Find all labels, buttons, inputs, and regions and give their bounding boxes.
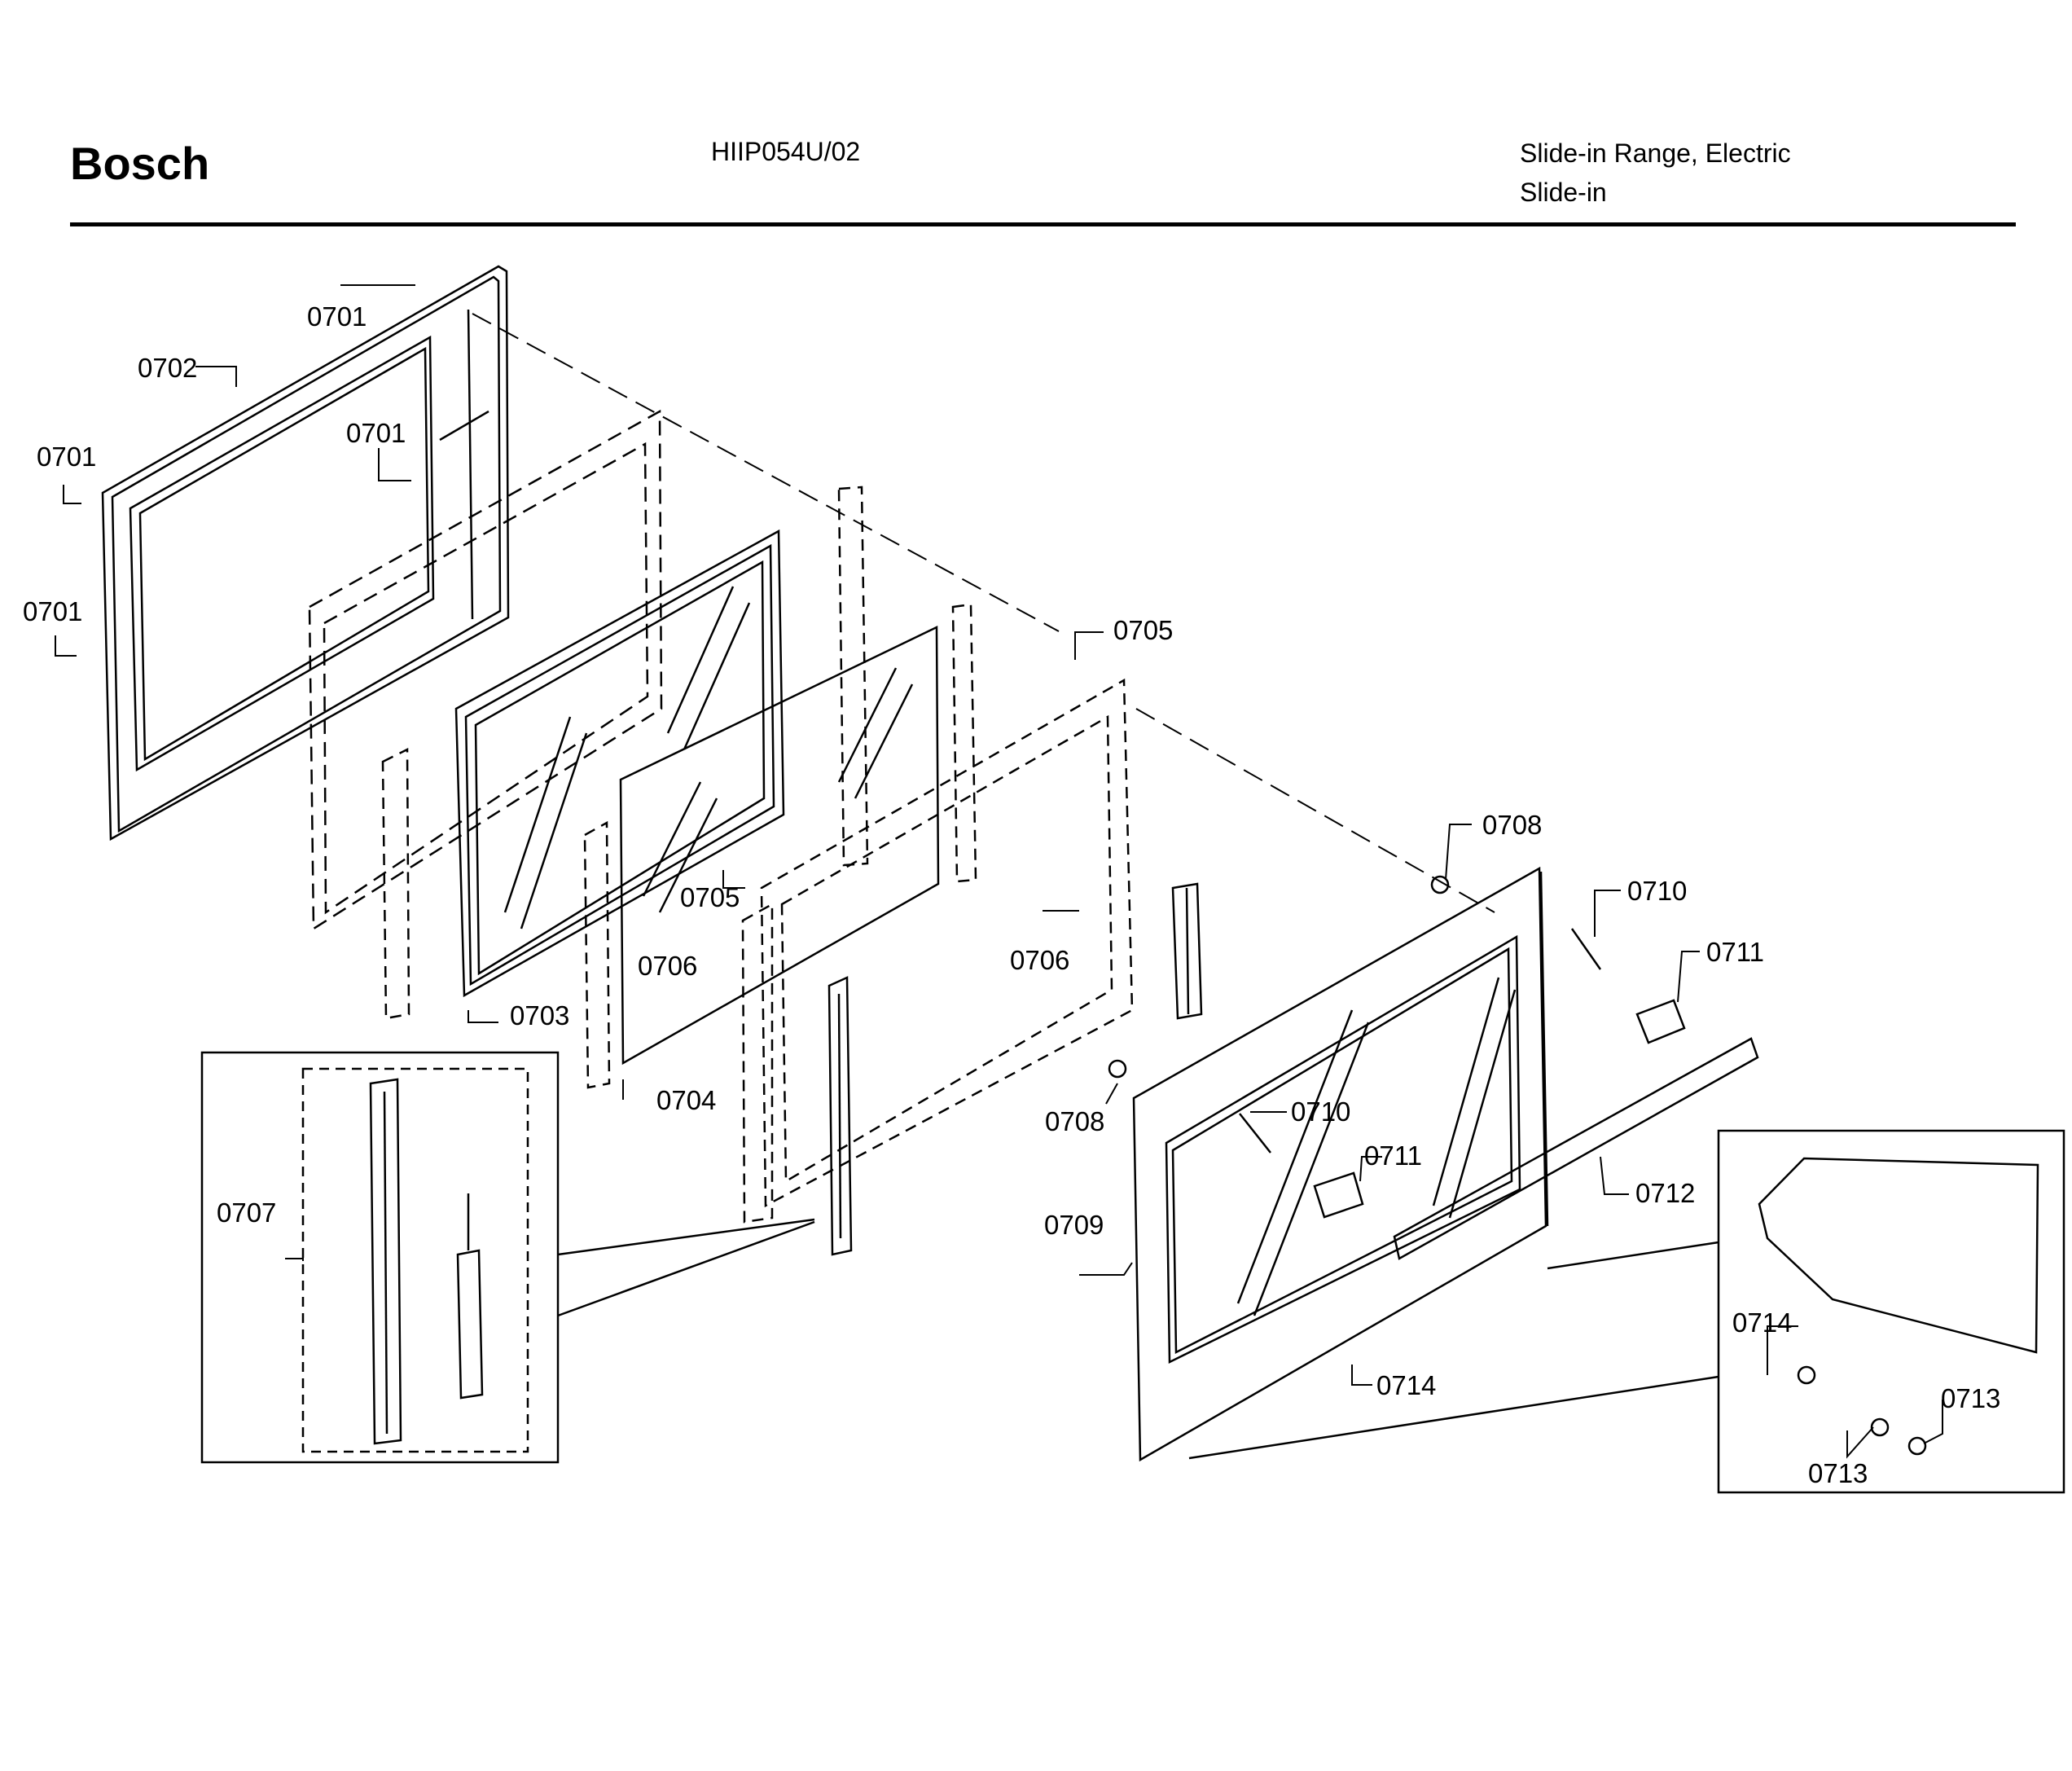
dashed-inner-frame [308,409,663,931]
callout-0701-top: 0701 [307,301,367,332]
front-door-panel [1132,866,1549,1462]
callout-0702: 0702 [138,353,197,383]
callout-0705-right: 0705 [1113,615,1173,645]
screw-detail-box [1188,1129,2065,1494]
callout-0709: 0709 [1044,1210,1104,1240]
callout-labels: 0701 0702 0701 0701 0701 0705 0705 0706 … [23,301,2000,1488]
callout-0711-lower: 0711 [1364,1140,1422,1171]
callout-0714-door: 0714 [1376,1370,1436,1400]
callout-0706-left: 0706 [638,951,697,981]
callout-0703: 0703 [510,1000,569,1031]
callout-0711-top: 0711 [1706,937,1764,967]
callout-0704: 0704 [656,1085,716,1115]
callout-0714-inset: 0714 [1732,1307,1792,1338]
callout-0708-left: 0708 [1045,1106,1104,1136]
callout-0705-center: 0705 [680,882,740,912]
outer-door-frame [101,265,510,842]
header-rule [70,222,2016,226]
callout-0712: 0712 [1635,1178,1695,1208]
callout-0707: 0707 [217,1198,276,1228]
callout-0701-left: 0701 [37,442,96,472]
callout-0710-lower: 0710 [1291,1096,1350,1127]
callout-0701-inner: 0701 [346,418,406,448]
handle-end-caps [1313,999,1686,1219]
callout-0713-right: 0713 [1941,1383,2000,1413]
hinge-center [827,882,1203,1256]
product-subtype: Slide-in [1520,178,1607,207]
callout-0710-top: 0710 [1627,876,1687,906]
glass-pack [454,529,785,998]
model-number: HIIP054U/02 [711,137,861,166]
product-description: Slide-in Range, Electric [1520,138,1791,168]
callout-0713-lower: 0713 [1808,1458,1868,1488]
callout-0706-right: 0706 [1010,945,1069,975]
callout-0701-lower: 0701 [23,596,82,626]
brand-name: Bosch [70,138,210,189]
glass-panel [619,626,940,1066]
door-handle [1393,1037,1759,1260]
hinge-inset-box [200,1051,815,1464]
callout-0708-top: 0708 [1482,810,1542,840]
